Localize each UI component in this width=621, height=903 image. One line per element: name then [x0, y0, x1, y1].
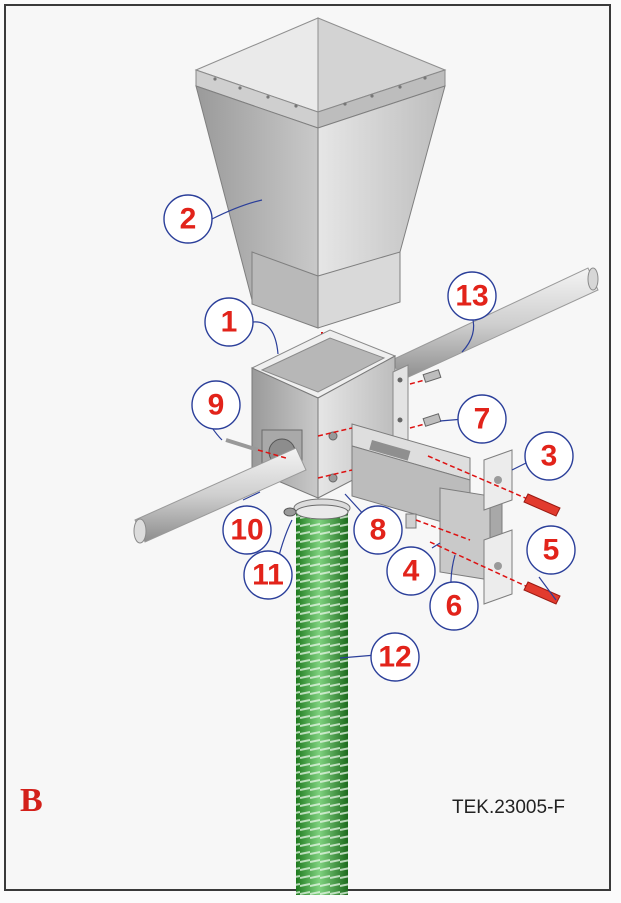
callout-number: 4 [403, 555, 420, 588]
reference-code: TEK.23005-F [452, 797, 565, 818]
callout-2: 2 [163, 194, 213, 244]
callout-11: 11 [243, 550, 293, 600]
callout-9: 9 [191, 380, 241, 430]
callout-4: 4 [386, 546, 436, 596]
callout-number: 10 [230, 514, 263, 547]
callout-number: 9 [208, 389, 225, 422]
callout-number: 2 [180, 203, 197, 236]
callout-12: 12 [370, 632, 420, 682]
support-pipe-upper [391, 267, 599, 381]
callout-3: 3 [524, 431, 574, 481]
callout-number: 6 [446, 590, 463, 623]
hopper [194, 17, 447, 329]
callout-number: 1 [221, 306, 238, 339]
callout-6: 6 [429, 581, 479, 631]
pin [225, 438, 287, 459]
panel-letter: B [20, 782, 43, 819]
callout-10: 10 [222, 505, 272, 555]
bracket-arm [317, 423, 503, 581]
callout-number: 8 [370, 514, 387, 547]
bolts [427, 455, 561, 605]
callout-number: 13 [455, 280, 488, 313]
callout-number: 3 [541, 440, 558, 473]
callout-number: 7 [474, 403, 491, 436]
flexible-hose [295, 504, 349, 895]
support-pipe-lower [133, 447, 307, 544]
clamp-bracket [483, 449, 513, 605]
callout-7: 7 [457, 394, 507, 444]
callout-number: 11 [252, 559, 284, 592]
screws [409, 369, 442, 429]
callout-number: 12 [378, 641, 411, 674]
callout-13: 13 [447, 271, 497, 321]
washer [405, 513, 471, 541]
callout-5: 5 [526, 525, 576, 575]
callout-number: 5 [543, 534, 560, 567]
callout-8: 8 [353, 505, 403, 555]
callout-1: 1 [204, 297, 254, 347]
